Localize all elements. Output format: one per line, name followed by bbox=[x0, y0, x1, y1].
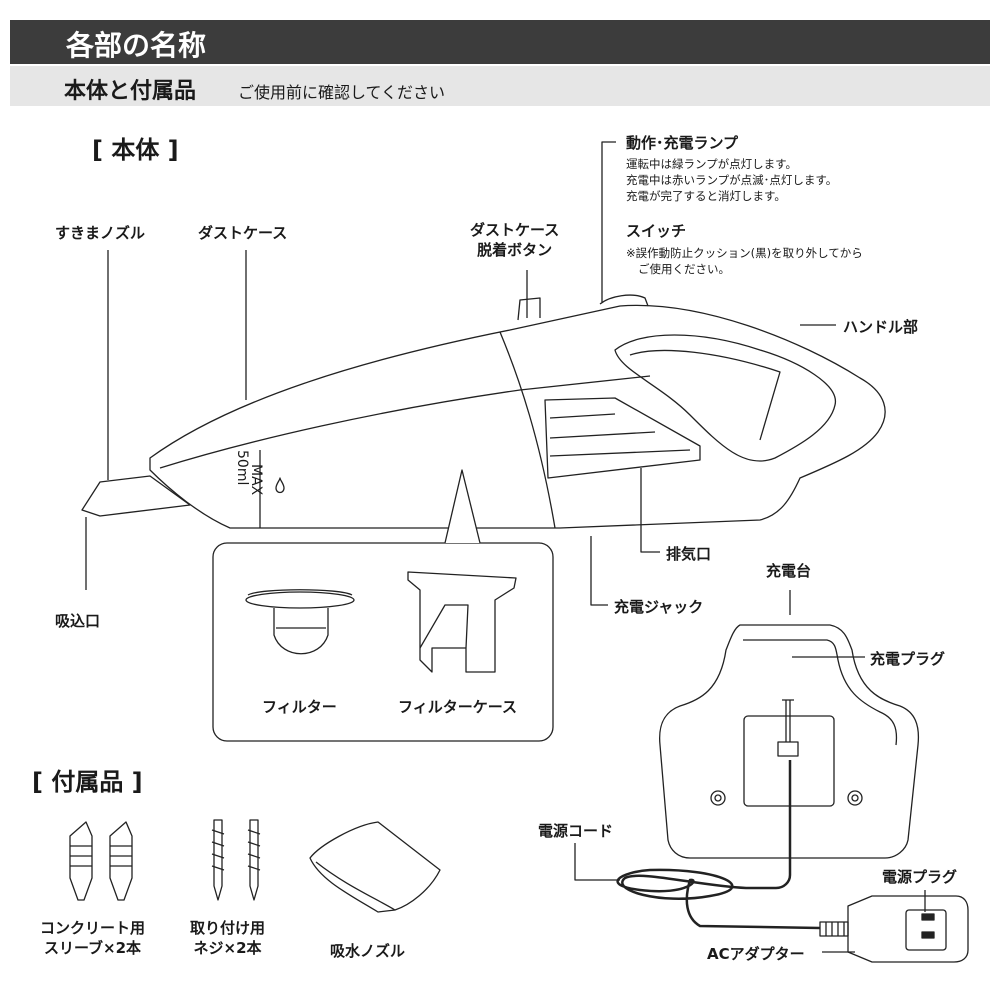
handle-opening bbox=[614, 334, 836, 462]
gap-nozzle-tip bbox=[81, 475, 191, 517]
exhaust-vents bbox=[544, 397, 701, 479]
label-intake: 吸込口 bbox=[55, 612, 101, 630]
switch-note: ※誤作動防止クッション(黒)を取り外してから ご使用ください。 bbox=[626, 246, 863, 276]
page-header: 各部の名称 bbox=[10, 20, 990, 64]
label-screw: 取り付け用 ネジ×2本 bbox=[190, 919, 266, 957]
label-dust-case: ダストケース bbox=[198, 224, 288, 242]
label-power-plug: 電源プラグ bbox=[882, 868, 958, 886]
lamp-note: 運転中は緑ランプが点灯します。 充電中は赤いランプが点滅･点灯します。 充電が完… bbox=[626, 157, 838, 203]
charger-stand bbox=[658, 624, 920, 859]
label-filter: フィルター bbox=[262, 698, 337, 716]
sub-header-title: 本体と付属品 bbox=[64, 79, 197, 104]
label-switch: スイッチ bbox=[626, 222, 687, 240]
power-cord bbox=[616, 760, 821, 930]
sub-header-note: ご使用前に確認してください bbox=[238, 83, 446, 102]
water-nozzle-shape bbox=[309, 821, 441, 913]
main-body-section-title: [ 本体 ] bbox=[92, 136, 179, 164]
label-gap-nozzle: すきまノズル bbox=[55, 224, 146, 242]
label-lamp: 動作･充電ランプ bbox=[626, 134, 739, 152]
label-charge-jack: 充電ジャック bbox=[614, 598, 704, 616]
sub-header: 本体と付属品 ご使用前に確認してください bbox=[10, 66, 990, 106]
label-charge-plug: 充電プラグ bbox=[870, 650, 946, 668]
label-filter-case: フィルターケース bbox=[398, 698, 517, 716]
accessories-section-title: [ 付属品 ] bbox=[32, 768, 143, 796]
vacuum-body-outline bbox=[149, 304, 886, 529]
label-exhaust: 排気口 bbox=[666, 545, 712, 563]
label-dust-case-release: ダストケース 脱着ボタン bbox=[470, 221, 560, 259]
max-mark: MAX bbox=[248, 464, 264, 496]
label-handle: ハンドル部 bbox=[843, 318, 919, 336]
label-charger-stand: 充電台 bbox=[766, 562, 812, 580]
page-title: 各部の名称 bbox=[66, 29, 207, 62]
label-ac-adapter: ACアダプター bbox=[707, 945, 805, 963]
label-power-cord: 電源コード bbox=[538, 822, 614, 840]
label-water-nozzle: 吸水ノズル bbox=[330, 942, 406, 960]
capacity-mark: 50ml bbox=[234, 450, 250, 486]
ac-adapter bbox=[847, 895, 969, 963]
label-sleeve: コンクリート用 スリーブ×2本 bbox=[40, 919, 146, 957]
